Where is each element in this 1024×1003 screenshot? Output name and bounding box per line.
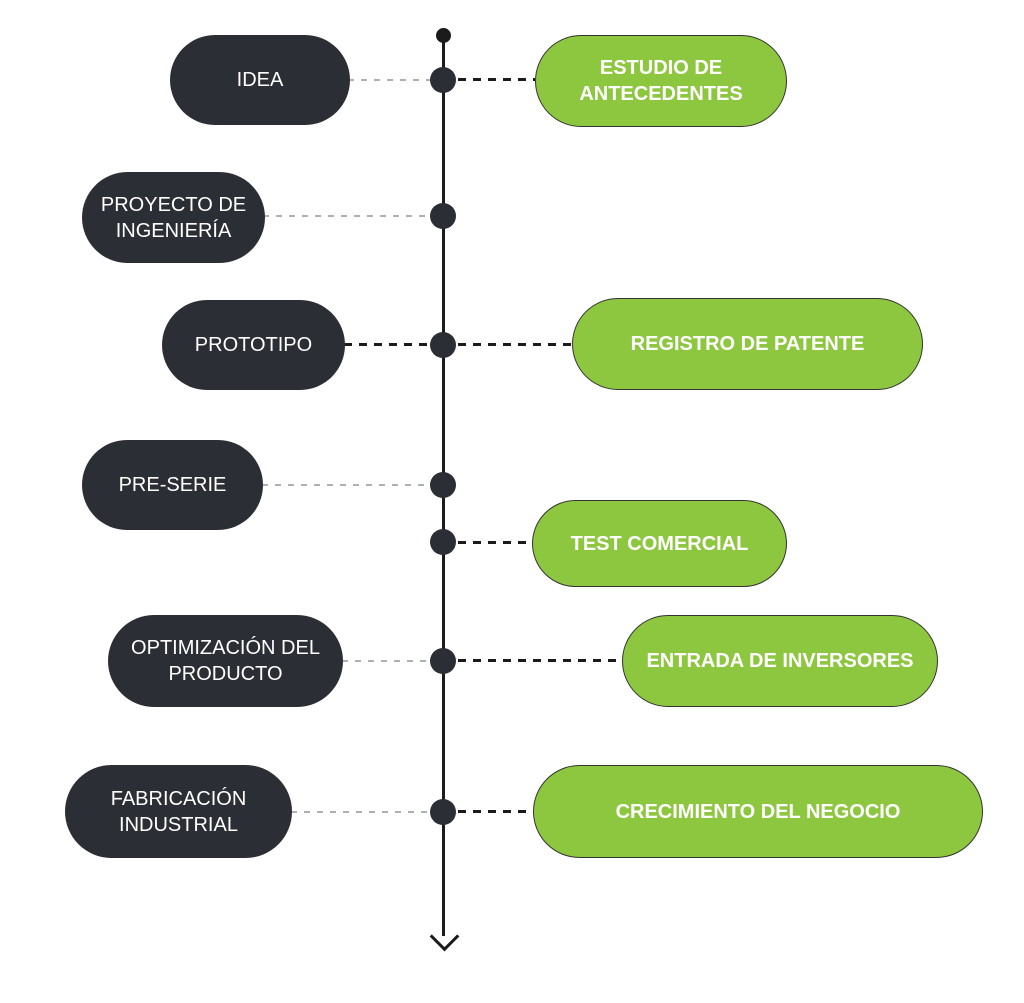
connector-optimizacion-del-producto (342, 660, 443, 662)
stage-pill-proyecto-de-ingenieria: PROYECTO DE INGENIERÍA (82, 172, 265, 263)
connector-proyecto-de-ingenieria (263, 215, 443, 217)
axis-node-dot (430, 67, 456, 93)
milestone-label: ENTRADA DE INVERSORES (646, 650, 914, 672)
connector-prototipo (344, 343, 443, 346)
milestone-label: REGISTRO DE PATENTE (630, 333, 865, 355)
stage-label: PRE-SERIE (118, 474, 227, 496)
milestone-label: TEST COMERCIAL (570, 532, 749, 555)
stage-pill-optimizacion-del-producto: OPTIMIZACIÓN DEL PRODUCTO (108, 615, 343, 707)
connector-entrada-de-inversores (443, 659, 622, 662)
connector-test-comercial (443, 541, 532, 544)
stage-label: PROYECTO DE INGENIERÍA (100, 193, 247, 242)
connector-fabricacion-industrial (291, 811, 443, 813)
stage-pill-pre-serie: PRE-SERIE (82, 440, 263, 530)
axis-node-dot (430, 799, 456, 825)
axis-node-dot (430, 472, 456, 498)
milestone-label: ESTUDIO DE ANTECEDENTES (579, 57, 743, 105)
axis-node-dot (430, 648, 456, 674)
connector-crecimiento-del-negocio (443, 810, 533, 813)
connector-registro-de-patente (443, 343, 572, 346)
axis-start-dot (436, 28, 451, 43)
connector-pre-serie (262, 484, 443, 486)
stage-label: PROTOTIPO (194, 334, 313, 356)
stage-label: FABRICACIÓN INDUSTRIAL (110, 787, 247, 836)
stage-pill-idea: IDEA (170, 35, 350, 125)
stage-label: OPTIMIZACIÓN DEL PRODUCTO (131, 637, 320, 685)
milestone-pill-crecimiento-del-negocio: CRECIMIENTO DEL NEGOCIO (533, 765, 983, 858)
milestone-pill-estudio-de-antecedentes: ESTUDIO DE ANTECEDENTES (535, 35, 787, 127)
arrow-down-icon (429, 921, 460, 952)
milestone-label: CRECIMIENTO DEL NEGOCIO (615, 800, 901, 823)
stage-pill-fabricacion-industrial: FABRICACIÓN INDUSTRIAL (65, 765, 292, 858)
connector-idea (348, 79, 443, 81)
milestone-pill-entrada-de-inversores: ENTRADA DE INVERSORES (622, 615, 938, 707)
stage-pill-prototipo: PROTOTIPO (162, 300, 345, 390)
milestone-pill-test-comercial: TEST COMERCIAL (532, 500, 787, 587)
milestone-pill-registro-de-patente: REGISTRO DE PATENTE (572, 298, 923, 390)
connector-estudio-de-antecedentes (443, 78, 535, 81)
axis-node-dot (430, 203, 456, 229)
axis-node-dot (430, 529, 456, 555)
stage-label: IDEA (236, 69, 284, 91)
axis-node-dot (430, 332, 456, 358)
